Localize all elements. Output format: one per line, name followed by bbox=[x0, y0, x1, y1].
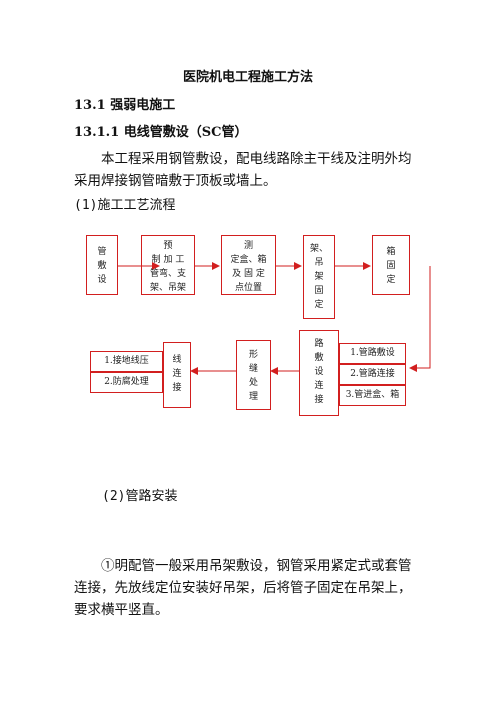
flow-text: 点位置 bbox=[234, 283, 262, 293]
flow-text: 接 bbox=[314, 395, 324, 405]
flow-text: 测 bbox=[243, 241, 253, 251]
flow-text: 预 bbox=[163, 241, 173, 251]
step1-label: (1)施工工艺流程 bbox=[74, 198, 176, 213]
intro-paragraph: 本工程采用钢管敷设，配电线路除主干线及注明外均采用焊接钢管暗敷于顶板或墙上。 bbox=[74, 151, 412, 189]
flow-text: 管 bbox=[97, 247, 107, 257]
flow-text: 箱 bbox=[386, 247, 396, 257]
flow-text: 架 bbox=[314, 272, 324, 282]
flow-text: 定 bbox=[314, 300, 324, 310]
flow-subitem: 3.管进盒、箱 bbox=[345, 390, 400, 400]
flow-text: 理 bbox=[248, 392, 258, 402]
flow-text: 处 bbox=[248, 378, 258, 388]
flow-box-pipe-laying: 管 敷 设 bbox=[86, 235, 118, 295]
flow-text: 定盒、箱 bbox=[230, 255, 267, 265]
flow-text: 定 bbox=[386, 275, 396, 285]
flow-text: 及 固 定 bbox=[232, 269, 265, 279]
flow-text: 接 bbox=[172, 383, 182, 393]
arrow-5-6 bbox=[409, 266, 431, 372]
flow-text: 管弯、支 bbox=[149, 269, 186, 279]
flow-text: 吊 bbox=[314, 258, 324, 268]
flow-subbox: 1.管路敷设 bbox=[339, 343, 406, 364]
flow-subbox: 2.管路连接 bbox=[339, 364, 406, 385]
flow-text: 敷 bbox=[97, 261, 107, 271]
flow-text: 连 bbox=[314, 381, 324, 391]
flow-text: 固 bbox=[314, 286, 324, 296]
flow-text: 设 bbox=[314, 367, 324, 377]
flow-text: 路 bbox=[314, 339, 324, 349]
subsection-heading: 13.1.1 电线管敷设（SC管） bbox=[74, 125, 248, 140]
flow-text: 固 bbox=[386, 261, 396, 271]
flow-text: 形 bbox=[248, 350, 258, 360]
flow-text: 制 加 工 bbox=[151, 255, 185, 265]
flow-subbox: 3.管进盒、箱 bbox=[339, 385, 406, 406]
flow-subbox: 2.防腐处理 bbox=[90, 372, 163, 393]
body-paragraph: ①明配管一般采用吊架敷设，钢管采用紧定式或套管连接，先放线定位安装好吊架，后将管… bbox=[74, 558, 412, 618]
flow-text: 敷 bbox=[314, 353, 324, 363]
flow-subitem: 1.管路敷设 bbox=[350, 348, 395, 358]
flow-subbox: 1.接地线压 bbox=[90, 351, 163, 372]
flow-subitem: 2.管路连接 bbox=[350, 369, 395, 379]
flow-subitem: 2.防腐处理 bbox=[104, 377, 149, 387]
flow-text: 连 bbox=[172, 369, 182, 379]
flow-text: 架、 bbox=[309, 244, 328, 254]
flow-text: 缝 bbox=[248, 364, 258, 374]
flow-box-measure: 测 定盒、箱 及 固 定 点位置 bbox=[221, 235, 276, 295]
flow-text: 线 bbox=[172, 355, 182, 365]
flow-box-route-laying: 路 敷 设 连 接 bbox=[299, 330, 339, 416]
flow-box-wire-connect: 线 连 接 bbox=[163, 342, 191, 408]
flow-text: 架、吊架 bbox=[149, 283, 186, 293]
flow-box-box-fix: 箱 固 定 bbox=[372, 235, 410, 295]
step2-label: (2)管路安装 bbox=[102, 489, 178, 504]
section-heading: 13.1 强弱电施工 bbox=[74, 98, 176, 113]
flow-subitem: 1.接地线压 bbox=[104, 356, 149, 366]
flow-box-joint: 形 缝 处 理 bbox=[236, 340, 271, 410]
flow-text: 设 bbox=[97, 275, 107, 285]
flow-box-hanger: 架、 吊 架 固 定 bbox=[303, 235, 335, 319]
page-title: 医院机电工程施工方法 bbox=[182, 70, 313, 85]
flow-box-prefab: 预 制 加 工 管弯、支 架、吊架 bbox=[141, 235, 195, 295]
